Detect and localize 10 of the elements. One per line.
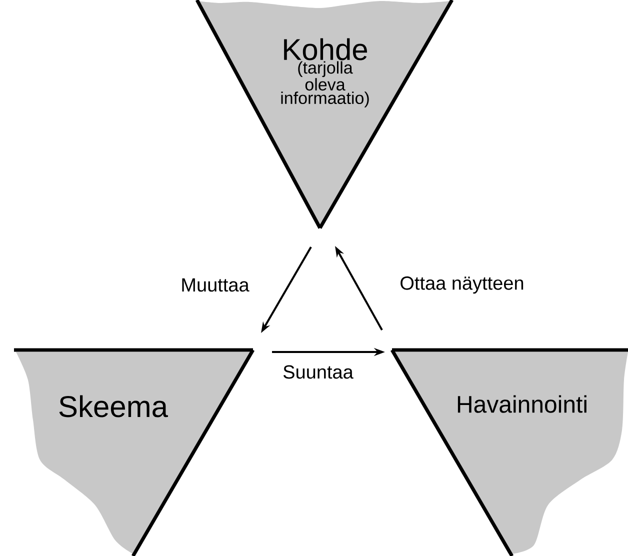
torn-region <box>195 0 454 229</box>
edge-label: Suuntaa <box>283 365 354 379</box>
torn-region <box>390 348 628 556</box>
region-description: (tarjolla oleva informaatio) <box>281 61 369 108</box>
torn-region <box>14 348 255 556</box>
region-title: Skeema <box>59 395 168 418</box>
region-title: Kohde <box>284 38 368 60</box>
edge-label: Ottaa näytteen <box>400 276 524 294</box>
edge-label: Muuttaa <box>182 278 250 292</box>
region-title: Havainnointi <box>458 395 586 413</box>
